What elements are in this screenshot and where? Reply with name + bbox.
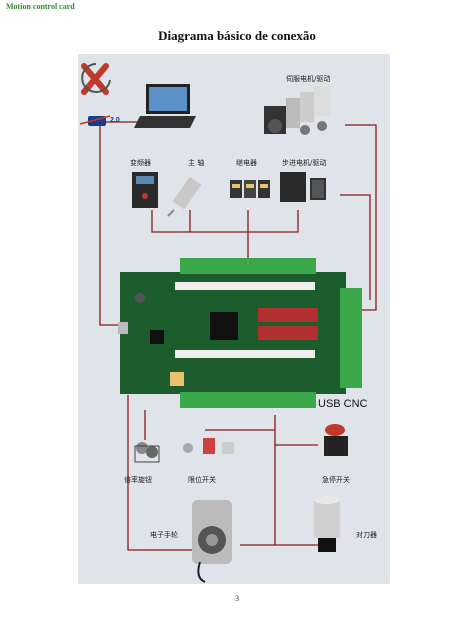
relay-label: 继电器 [236,159,257,167]
page-title: Diagrama básico de conexão [158,28,316,43]
wire-usb [99,121,140,326]
handwheel-icon [192,500,232,583]
estop-icon [324,424,348,456]
knob-label: 倍率旋钮 [124,476,152,484]
wire-stepper [340,194,371,300]
tool-setter-label: 对刀器 [356,531,377,539]
wire-handwheel [127,395,195,551]
limit-switch-label: 限位开关 [188,476,216,484]
servo-motor-icon [264,86,330,135]
page-header: Motion control card [6,2,75,11]
tool-setter-icon [314,496,340,552]
wire-bus [151,210,299,233]
wire-servo [345,124,377,311]
board-label: USB CNC [318,398,368,410]
spindle-icon [167,176,202,217]
usb-version-label: 2.0 [110,117,120,124]
usb-logo-icon [79,115,111,126]
relay-icon [230,180,270,198]
spindle-label: 主 轴 [188,159,205,167]
servo-label: 伺服电机/驱动 [286,75,331,83]
control-board-icon [118,258,362,408]
knob-icon [134,442,160,463]
stepper-motor-icon [280,172,326,202]
laptop-icon [134,84,196,128]
inverter-label: 变频器 [130,159,151,167]
estop-label: 急停开关 [322,476,350,484]
wires [99,121,377,551]
stepper-label: 步进电机/驱动 [282,159,327,167]
page-number: 3 [235,594,239,603]
limit-switch-icon [183,438,234,454]
brand-x-logo-icon [81,63,111,95]
handwheel-label: 电子手轮 [150,531,178,539]
inverter-icon [132,172,158,208]
